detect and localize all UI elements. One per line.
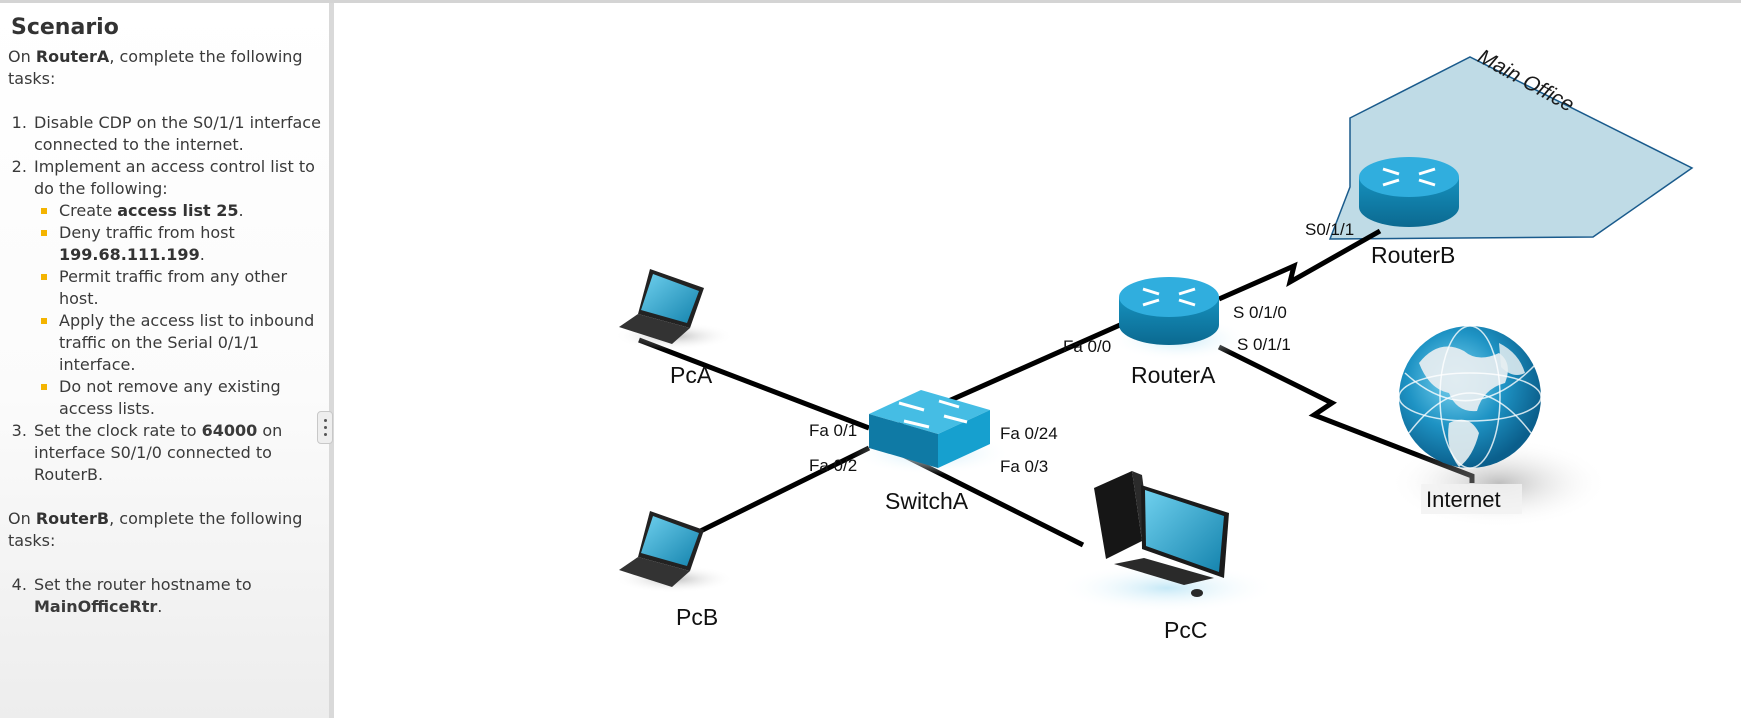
task-item: Disable CDP on the S0/1/1 interface conn…: [32, 112, 321, 156]
routera-task-list: Disable CDP on the S0/1/1 interface conn…: [8, 112, 321, 486]
port-switch-fa03: Fa 0/3: [1000, 457, 1048, 476]
panel-resize-handle[interactable]: [317, 411, 333, 444]
scenario-title: Scenario: [11, 15, 119, 40]
internet-globe-icon: [1398, 325, 1542, 469]
top-border: [0, 0, 1741, 3]
port-switch-fa02: Fa 0/2: [809, 456, 857, 475]
pcc-desktop-icon: [1094, 471, 1229, 597]
pcb-label: PcB: [676, 604, 718, 630]
pca-label: PcA: [670, 362, 713, 388]
subtask-list: Create access list 25. Deny traffic from…: [34, 200, 321, 420]
switcha-icon: [869, 390, 990, 468]
pcc-label: PcC: [1164, 617, 1207, 643]
port-routera-s010: S 0/1/0: [1233, 303, 1287, 322]
network-diagram: Main Office Internet RouterB S0/1/1: [339, 3, 1741, 718]
pcb-laptop-icon: [619, 511, 704, 587]
link-pca-switch: [638, 337, 870, 431]
subtask-item: Do not remove any existing access lists.: [41, 376, 321, 420]
serial-link-routera-routerb: [1217, 228, 1382, 302]
routerb-intro: On RouterB, complete the following tasks…: [8, 509, 303, 550]
task-item: Implement an access control list to do t…: [32, 156, 321, 420]
port-switch-fa01: Fa 0/1: [809, 421, 857, 440]
routera-label: RouterA: [1131, 362, 1216, 388]
subtask-item: Create access list 25.: [41, 200, 321, 222]
routerb-task-list: Set the router hostname to MainOfficeRtr…: [8, 574, 321, 618]
internet-label: Internet: [1426, 487, 1501, 512]
subtask-item: Deny traffic from host 199.68.111.199.: [41, 222, 321, 266]
topology-svg: Main Office Internet RouterB S0/1/1: [614, 45, 1694, 643]
scenario-panel: Scenario On RouterA, complete the follow…: [0, 3, 334, 718]
port-switch-fa024: Fa 0/24: [1000, 424, 1058, 443]
port-routera-fa00: Fa 0/0: [1063, 337, 1111, 356]
task-item: Set the clock rate to 64000 on interface…: [32, 420, 321, 486]
switcha-label: SwitchA: [885, 488, 969, 514]
subtask-item: Permit traffic from any other host.: [41, 266, 321, 310]
routerb-icon: [1359, 157, 1459, 227]
routera-icon: [1119, 277, 1219, 345]
routerb-label: RouterB: [1371, 242, 1455, 268]
port-routerb-s011: S0/1/1: [1305, 220, 1354, 239]
task-item: Set the router hostname to MainOfficeRtr…: [32, 574, 321, 618]
routera-intro: On RouterA, complete the following tasks…: [8, 47, 303, 88]
subtask-item: Apply the access list to inbound traffic…: [41, 310, 321, 376]
port-routera-s011: S 0/1/1: [1237, 335, 1291, 354]
pca-laptop-icon: [619, 269, 704, 344]
